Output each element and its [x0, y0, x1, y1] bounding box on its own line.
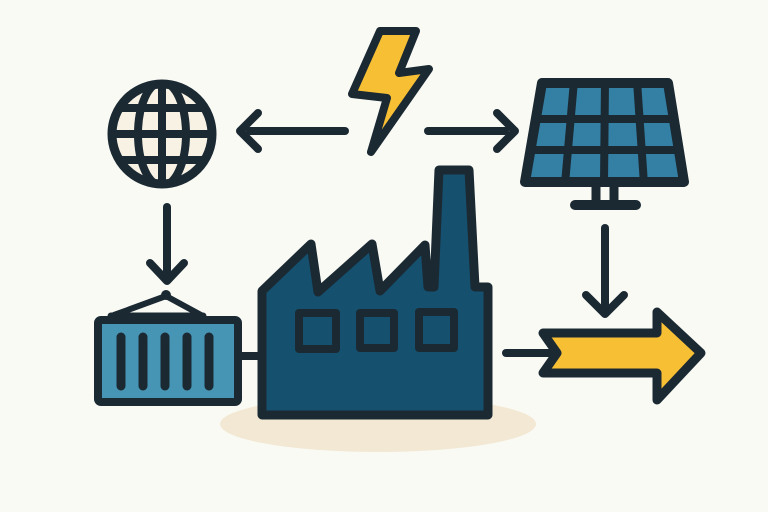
solar-panel-frame [520, 78, 689, 187]
crane-sling-left [111, 293, 169, 318]
container-icon [94, 290, 268, 406]
output-arrow-icon [538, 307, 706, 405]
panel-grid-line [600, 83, 609, 182]
solar-panel-grid [525, 83, 684, 182]
lightning-icon [348, 27, 433, 156]
arrow-lightning-to-globe [236, 109, 349, 153]
factory-building [257, 165, 493, 420]
factory-window [356, 309, 398, 352]
arrow-head [582, 291, 628, 318]
arrow-head [146, 259, 188, 285]
arrow-lightning-to-solar [424, 109, 519, 153]
solar-panel-icon [520, 78, 689, 210]
crane-sling-right [163, 293, 204, 318]
flow-arrows [146, 109, 628, 318]
arrow-globe-to-container [146, 203, 188, 285]
globe-grid [111, 83, 213, 185]
arrow-solar-to-output [582, 224, 628, 318]
panel-grid-line [633, 83, 648, 182]
factory-window [295, 309, 340, 353]
arrow-head [236, 109, 262, 153]
factory-window [415, 308, 458, 352]
factory-icon [257, 165, 493, 420]
container-ridges [116, 332, 214, 391]
arrow-head [493, 109, 519, 153]
panel-grid-line [561, 83, 578, 182]
globe-icon [107, 79, 217, 189]
